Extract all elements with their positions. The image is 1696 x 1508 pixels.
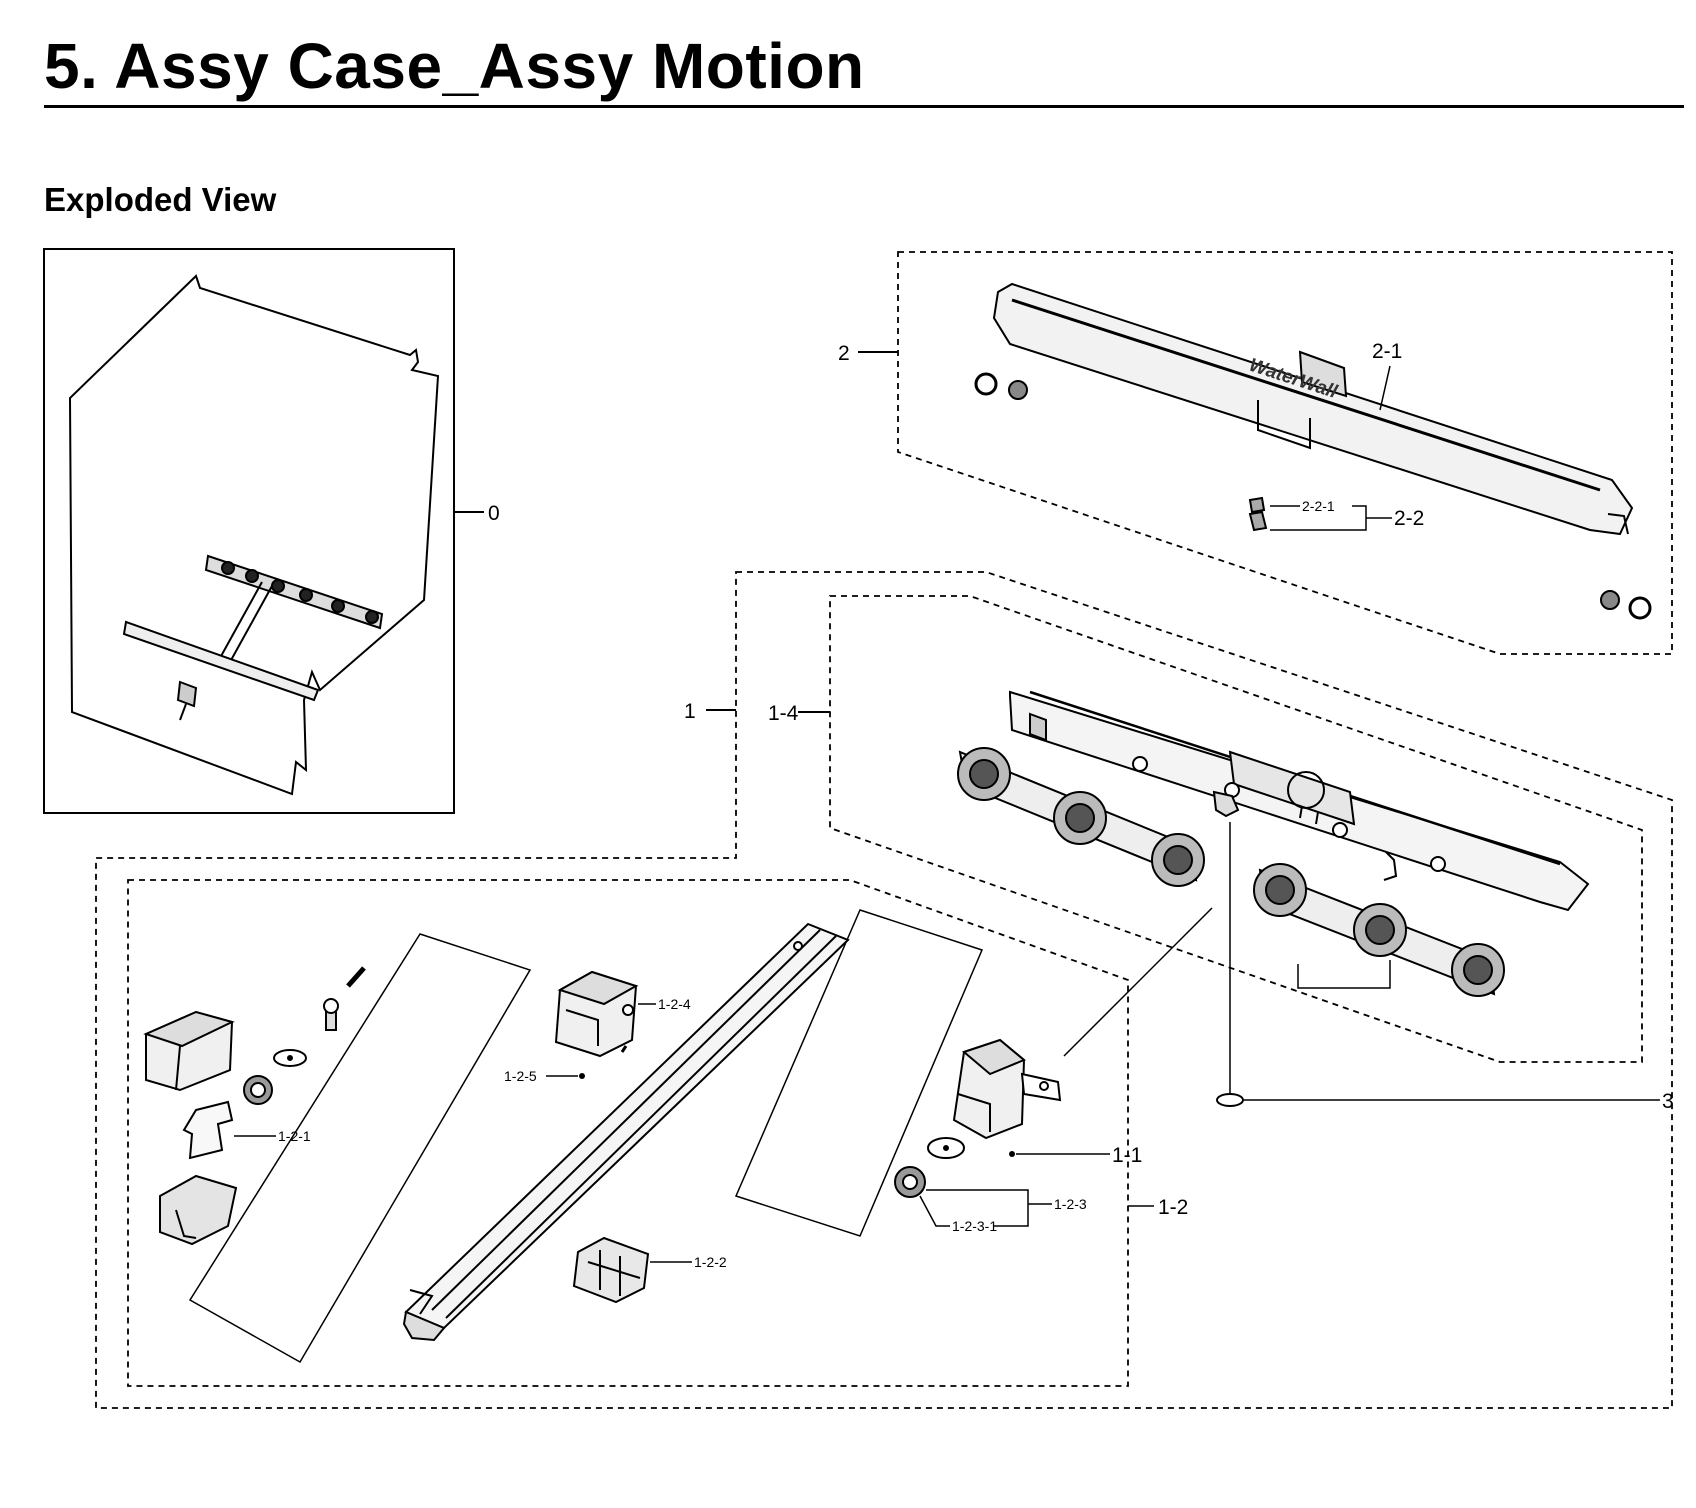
clip-part	[554, 970, 639, 1058]
callout-1-2-1: 1-2-1	[278, 1128, 311, 1144]
long-rail	[402, 922, 850, 1342]
callout-1-2-4: 1-2-4	[658, 996, 691, 1012]
callout-1-2-3-1: 1-2-3-1	[952, 1218, 997, 1234]
slider-part	[572, 1236, 650, 1304]
callout-2: 2	[838, 342, 850, 365]
overview-motion-rail	[122, 554, 384, 721]
part-3-washer	[1216, 1093, 1244, 1107]
spray-arm-waterwall	[974, 282, 1652, 620]
group-1-boundary	[95, 571, 1673, 1409]
callout-2-2: 2-2	[1394, 507, 1424, 530]
title-underline	[44, 105, 1684, 108]
page-title: 5. Assy Case_Assy Motion	[44, 30, 865, 102]
group-2-boundary	[897, 251, 1673, 655]
dishwasher-tub-outline	[68, 274, 440, 796]
overview-panel	[43, 248, 455, 814]
left-end-parts	[143, 966, 366, 1246]
callout-1-1: 1-1	[1112, 1144, 1142, 1167]
callout-2-2-1: 2-2-1	[1302, 498, 1335, 514]
callout-1-2-3: 1-2-3	[1054, 1196, 1087, 1212]
callout-1-4: 1-4	[768, 702, 799, 725]
callout-2-1: 2-1	[1372, 340, 1402, 363]
callout-3: 3	[1662, 1090, 1674, 1113]
callout-1-2-2: 1-2-2	[694, 1254, 727, 1270]
callout-1-2: 1-2	[1158, 1196, 1188, 1219]
callout-0: 0	[488, 502, 500, 525]
right-connector-parts	[894, 1038, 1062, 1198]
assembly-guide-lines	[188, 907, 1213, 1364]
motion-carriage	[957, 690, 1590, 997]
section-subtitle: Exploded View	[44, 181, 277, 218]
group-1-4-boundary	[829, 595, 1643, 1063]
callout-1-2-5: 1-2-5	[504, 1068, 537, 1084]
callout-1: 1	[684, 700, 696, 723]
overview-frame	[43, 248, 455, 814]
